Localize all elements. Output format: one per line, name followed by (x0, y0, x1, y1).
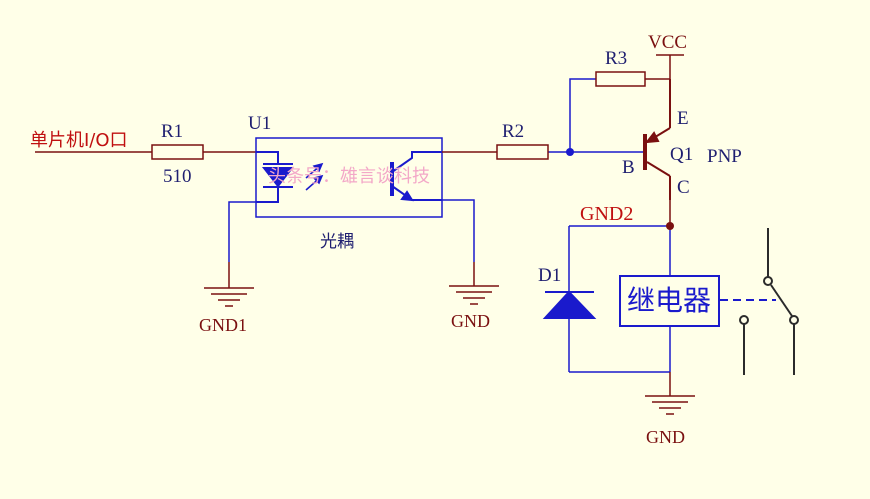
optocoupler-body (255, 137, 443, 218)
gnd-mid-symbol (449, 262, 499, 305)
gnd-mid-label: GND (451, 311, 490, 331)
gnd2-label: GND2 (580, 203, 633, 225)
watermark: 头条号：雄言谈科技 (268, 166, 430, 187)
junction-dot (666, 222, 674, 230)
r1-value: 510 (163, 166, 192, 187)
r1-resistor (151, 144, 204, 160)
q1-collector-label: C (677, 177, 690, 198)
relay-coil (619, 275, 720, 327)
collector-net-wire (568, 200, 671, 373)
gnd-mid-wire (442, 199, 475, 262)
mcu-io-label: 单片机I/O口 (30, 130, 128, 151)
optocoupler-phototransistor (390, 151, 442, 202)
r2-label: R2 (502, 121, 524, 142)
vcc-label: VCC (648, 32, 687, 53)
gnd1-label: GND1 (199, 315, 247, 335)
u1-label: U1 (248, 113, 271, 134)
gnd-bottom-label: GND (646, 427, 685, 447)
relay-label: 继电器 (627, 284, 711, 317)
optocoupler-led (256, 151, 295, 203)
r3-label: R3 (605, 48, 627, 69)
q1-transistor (643, 79, 671, 200)
gnd1-wire (228, 201, 256, 262)
optocoupler-label: 光耦 (320, 232, 354, 252)
r2-resistor (496, 144, 549, 160)
q1-label: Q1 (670, 144, 693, 165)
r1-label: R1 (161, 121, 183, 142)
r3-resistor (595, 71, 646, 87)
relay-switch (739, 228, 799, 375)
gnd1-symbol (204, 262, 254, 307)
q1-emitter-label: E (677, 108, 689, 129)
gnd-bottom-symbol (645, 372, 695, 415)
r3-wire (569, 78, 670, 152)
vcc-symbol (656, 54, 684, 79)
d1-diode (542, 290, 597, 319)
optocoupler-light-arrows (305, 162, 324, 191)
pnp-label: PNP (707, 146, 742, 167)
q1-base-label: B (622, 157, 635, 178)
d1-label: D1 (538, 265, 561, 286)
